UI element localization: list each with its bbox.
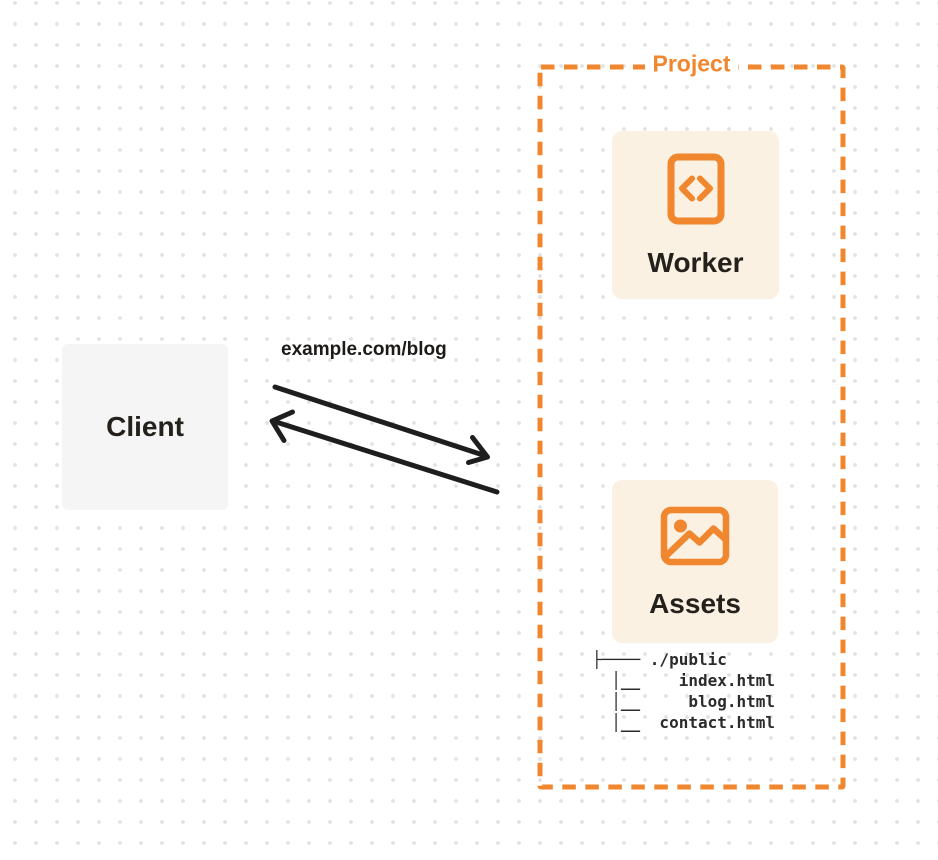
client-box: Client — [62, 344, 228, 510]
project-container: Project Worker Assets ├──── ./public │__… — [537, 50, 846, 790]
project-label: Project — [644, 50, 739, 78]
code-file-icon — [667, 153, 724, 225]
assets-file-tree: ├──── ./public │__ index.html │__ blog.h… — [592, 650, 776, 732]
request-url-label: example.com/blog — [281, 339, 447, 360]
assets-node: Assets — [612, 480, 778, 643]
client-label: Client — [106, 411, 184, 442]
response-arrow — [269, 409, 500, 495]
request-arrow — [272, 384, 490, 465]
image-icon — [660, 506, 730, 565]
assets-label: Assets — [649, 587, 741, 619]
worker-node: Worker — [612, 131, 779, 299]
worker-label: Worker — [647, 247, 744, 278]
